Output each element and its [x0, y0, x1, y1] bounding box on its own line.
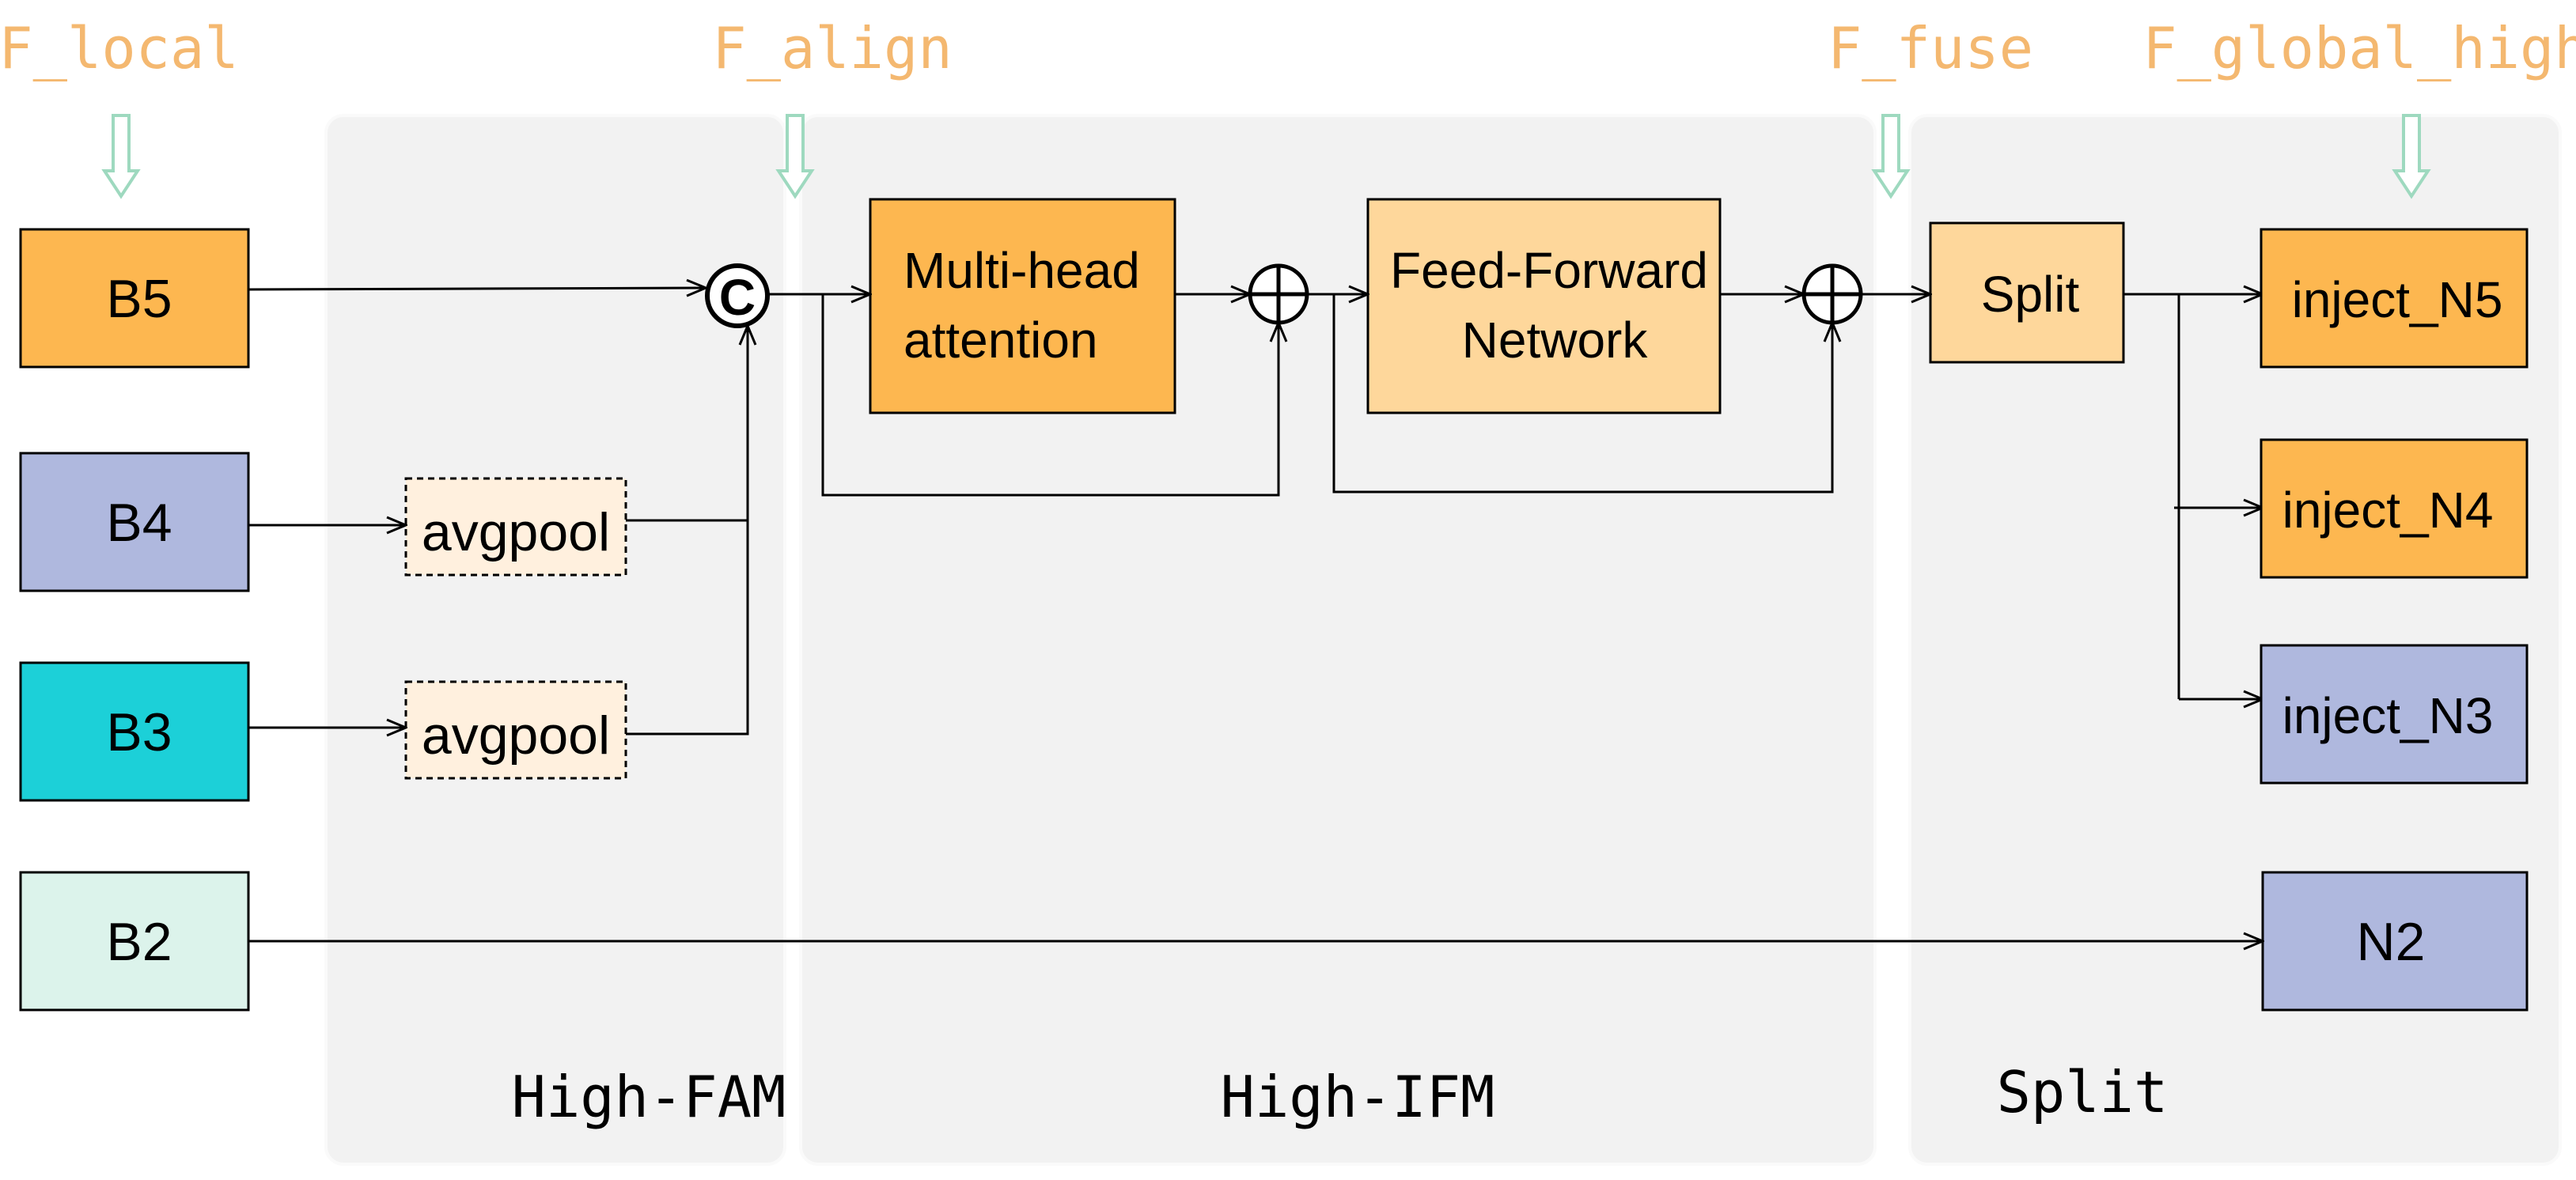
- f-local-down-arrow-icon: [101, 114, 141, 199]
- b4-box: [19, 452, 250, 592]
- f-global-high-down-arrow-icon: [2392, 114, 2431, 199]
- b2-label: B2: [106, 912, 172, 972]
- high-fam-title: High-FAM: [512, 1064, 786, 1130]
- avgpool-label-bottom: avgpool: [422, 705, 610, 766]
- b4-label: B4: [106, 493, 172, 553]
- f-fuse-down-arrow-icon: [1871, 114, 1911, 199]
- feed-forward-network-line2: Network: [1462, 312, 1649, 369]
- multi-head-attention-line1: Multi-head: [903, 242, 1140, 299]
- n2-box: [2261, 871, 2529, 1012]
- inject-n5-label: inject_N5: [2292, 271, 2503, 328]
- multi-head-attention-box: [869, 198, 1176, 414]
- avgpool-bottom-to-concat-arrow: [626, 326, 748, 736]
- high-fam-panel: [324, 114, 786, 1166]
- inject-n3-label: inject_N3: [2282, 687, 2494, 744]
- f-align-down-arrow-icon: [775, 114, 815, 199]
- multi-head-attention-line2: attention: [903, 312, 1098, 369]
- avgpool-label-top: avgpool: [422, 502, 610, 562]
- inject-n5-box: [2260, 228, 2529, 369]
- residual-2-line: [1332, 294, 1832, 494]
- feed-forward-network-line1: Feed-Forward: [1390, 242, 1708, 299]
- feed-forward-network-box: [1366, 198, 1722, 414]
- f-global-high-label: F_global_high: [2142, 15, 2576, 81]
- avgpool-box-bottom: [404, 680, 627, 780]
- high-ifm-title: High-IFM: [1221, 1064, 1495, 1130]
- b3-box: [19, 661, 250, 802]
- inject-n4-label: inject_N4: [2282, 482, 2494, 539]
- split-panel-title: Split: [1997, 1059, 2169, 1125]
- inject-n3-box: [2260, 644, 2529, 785]
- concat-label: C: [719, 269, 756, 326]
- split-box-label: Split: [1981, 266, 2080, 323]
- f-fuse-label: F_fuse: [1828, 15, 2033, 81]
- b5-to-concat-arrow: [248, 288, 706, 289]
- f-local-label: F_local: [0, 15, 239, 81]
- n2-label: N2: [2357, 912, 2426, 972]
- b3-label: B3: [106, 702, 172, 762]
- inject-n4-box: [2260, 438, 2529, 579]
- split-box: [1929, 221, 2125, 364]
- b2-box: [19, 871, 250, 1012]
- add-icon-1: [1248, 263, 1309, 325]
- b5-label: B5: [106, 269, 172, 329]
- add-icon-2: [1801, 263, 1863, 325]
- residual-1-line: [821, 294, 1279, 497]
- f-align-label: F_align: [712, 15, 952, 81]
- avgpool-box-top: [404, 477, 627, 577]
- b5-box: [19, 228, 250, 369]
